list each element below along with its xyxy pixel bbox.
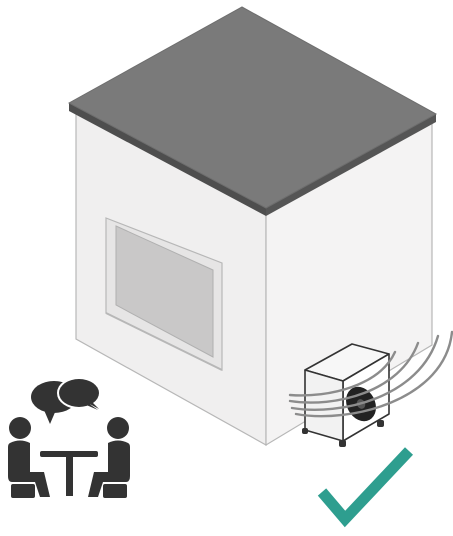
unit-foot-back bbox=[302, 428, 308, 434]
person-left-icon bbox=[8, 417, 50, 498]
unit-foot-left bbox=[339, 440, 346, 447]
sound-wave-1 bbox=[288, 350, 397, 397]
checkmark-icon bbox=[317, 447, 414, 528]
window-glass bbox=[115, 225, 214, 358]
sound-wave-2 bbox=[288, 341, 420, 404]
house-icon bbox=[67, 6, 438, 447]
speech-bubbles-icon bbox=[31, 377, 101, 424]
unit-side bbox=[304, 369, 344, 442]
window-sill bbox=[105, 312, 223, 371]
sound-wave-4 bbox=[294, 330, 453, 418]
flat-roof-icon bbox=[67, 6, 438, 216]
sound-waves-icon bbox=[288, 330, 453, 418]
sound-wave-3 bbox=[290, 334, 440, 411]
people-talking-at-table-icon bbox=[8, 377, 130, 498]
table-icon bbox=[40, 451, 98, 496]
unit-foot-right bbox=[377, 420, 384, 427]
person-right-icon bbox=[88, 417, 130, 498]
roof-top bbox=[67, 6, 438, 209]
roof-edge-right bbox=[266, 114, 436, 216]
roof-edge-left bbox=[69, 103, 266, 216]
window-icon bbox=[105, 217, 223, 371]
